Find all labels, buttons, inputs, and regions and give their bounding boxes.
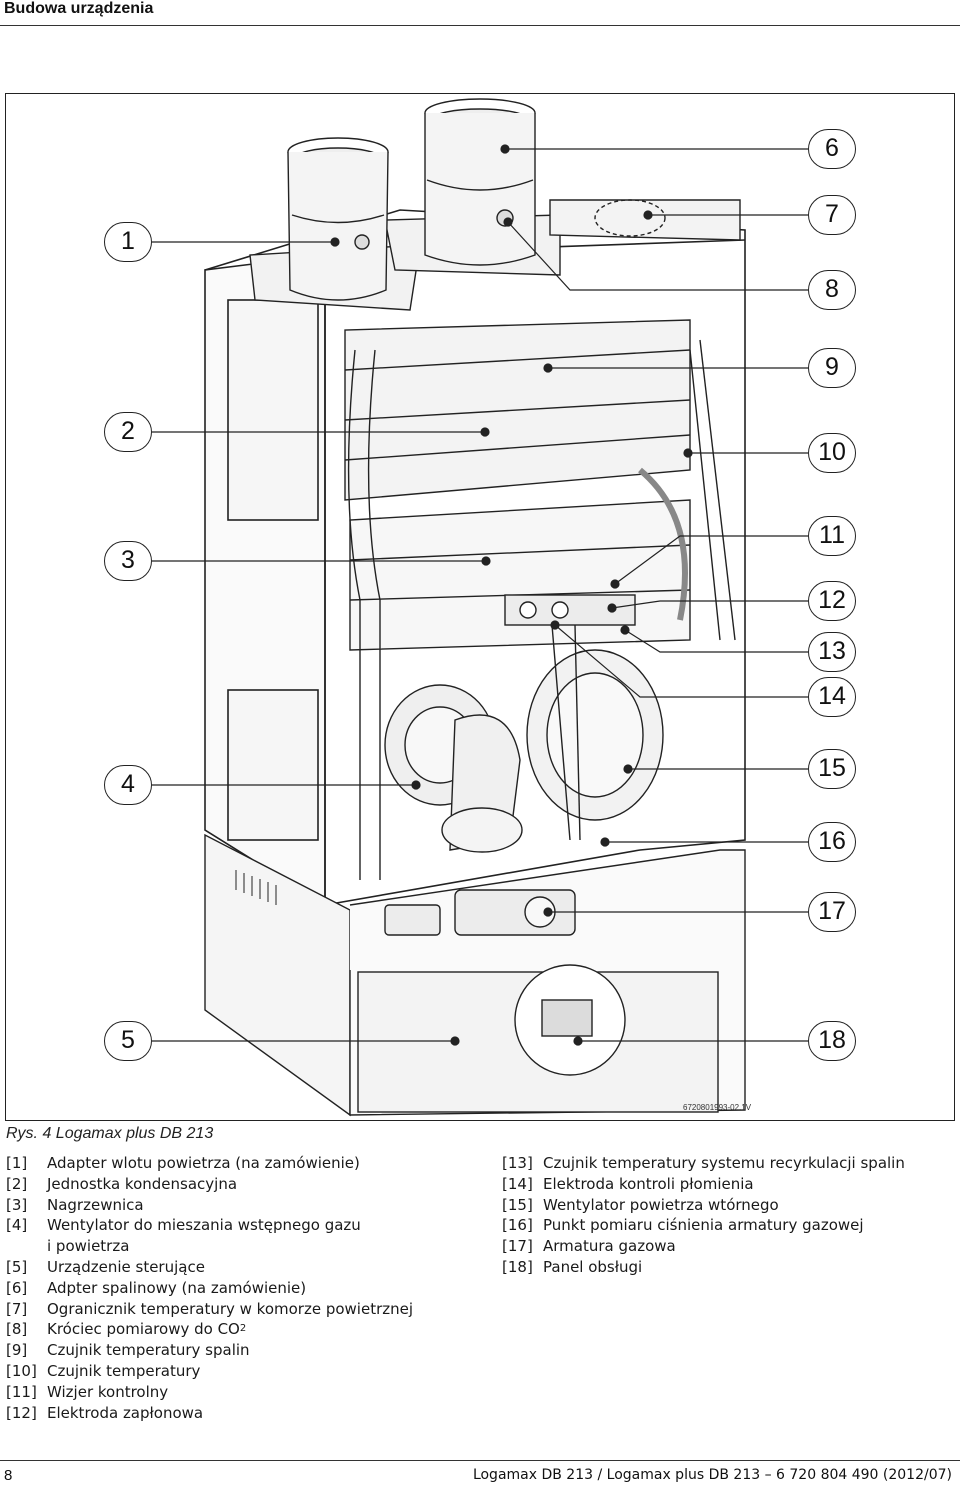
legend-item: [17]Armatura gazowa — [502, 1237, 676, 1256]
legend-item: [15]Wentylator powietrza wtórnego — [502, 1195, 779, 1214]
legend-item: [10]Czujnik temperatury — [6, 1361, 201, 1380]
legend-item: [11]Wizjer kontrolny — [6, 1382, 169, 1401]
page-number: 8 — [4, 1467, 13, 1484]
boiler-technical-drawing — [152, 98, 808, 1117]
premix-fan — [384, 684, 523, 853]
callout-12: 12 — [808, 581, 856, 621]
legend-item: [7]Ogranicznik temperatury w komorze pow… — [6, 1299, 414, 1318]
callout-15: 15 — [808, 749, 856, 789]
section-title: Budowa urządzenia — [4, 0, 154, 17]
footer-divider — [0, 1460, 960, 1461]
callout-3: 3 — [104, 541, 152, 581]
callout-5: 5 — [104, 1021, 152, 1061]
legend-item: [6]Adpter spalinowy (na zamówienie) — [6, 1278, 307, 1297]
legend-item-continuation: i powietrza — [47, 1237, 130, 1256]
leader-lines-right — [500, 144, 808, 1046]
callout-11: 11 — [808, 516, 856, 556]
legend-left: [1]Adapter wlotu powietrza (na zamówieni… — [6, 1153, 476, 1423]
caption-prefix: Rys. 4 — [6, 1125, 52, 1142]
legend-item: [9]Czujnik temperatury spalin — [6, 1341, 250, 1360]
legend-item: [2]Jednostka kondensacyjna — [6, 1174, 238, 1193]
callout-13: 13 — [808, 632, 856, 672]
temperature-limiter — [549, 199, 741, 241]
callout-8: 8 — [808, 270, 856, 310]
callout-7: 7 — [808, 195, 856, 235]
condensing-unit — [344, 319, 691, 501]
legend-item: [4]Wentylator do mieszania wstępnego gaz… — [6, 1216, 361, 1235]
legend-item: [3]Nagrzewnica — [6, 1195, 144, 1214]
legend-right: [13]Czujnik temperatury systemu recyrkul… — [502, 1153, 952, 1278]
air-inlet-adapter — [287, 137, 389, 301]
callout-18: 18 — [808, 1021, 856, 1061]
legend-item: [1]Adapter wlotu powietrza (na zamówieni… — [6, 1154, 360, 1172]
secondary-air-fan — [526, 649, 664, 821]
control-unit — [204, 833, 746, 1117]
callout-17: 17 — [808, 892, 856, 932]
callout-10: 10 — [808, 433, 856, 473]
callout-4: 4 — [104, 765, 152, 805]
figure-caption: Rys. 4 Logamax plus DB 213 — [6, 1125, 213, 1143]
callout-1: 1 — [104, 222, 152, 262]
leader-lines-left — [152, 237, 491, 1046]
callout-16: 16 — [808, 822, 856, 862]
gas-valve — [384, 889, 576, 936]
drawing-code: 6720801993-02.1V — [683, 1103, 752, 1112]
callout-2: 2 — [104, 412, 152, 452]
boiler-casing — [204, 209, 746, 907]
legend-item: [16]Punkt pomiaru ciśnienia armatury gaz… — [502, 1216, 864, 1235]
legend-item: [13]Czujnik temperatury systemu recyrkul… — [502, 1154, 905, 1172]
legend-item: [18]Panel obsługi — [502, 1257, 643, 1276]
document-title: Logamax DB 213 / Logamax plus DB 213 – 6… — [472, 1467, 952, 1483]
heating-element — [349, 499, 691, 651]
legend-item: [5]Urządzenie sterujące — [6, 1257, 205, 1276]
flue-adapter — [424, 98, 536, 266]
callout-14: 14 — [808, 677, 856, 717]
callout-6: 6 — [808, 129, 856, 169]
side-piping — [347, 339, 736, 880]
header-divider — [0, 25, 960, 26]
callout-9: 9 — [808, 348, 856, 388]
legend-item: [14]Elektroda kontroli płomienia — [502, 1174, 754, 1193]
legend-item: [12]Elektroda zapłonowa — [6, 1403, 204, 1422]
caption-title: Logamax plus DB 213 — [55, 1125, 214, 1142]
